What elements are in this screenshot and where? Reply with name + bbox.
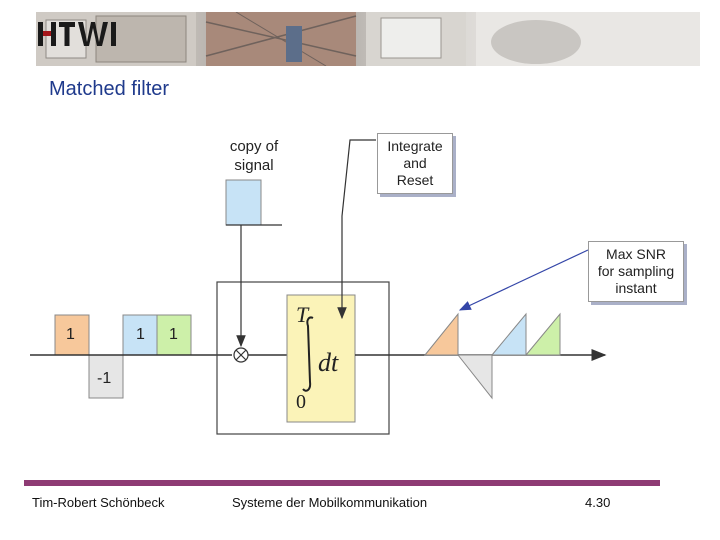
integral-upper-limit: T: [296, 302, 309, 327]
integral-lower-limit: 0: [296, 391, 306, 413]
bit-pulse-4: [156, 314, 192, 356]
bit-value-1: 1: [66, 326, 75, 343]
bit-value-2: -1: [97, 370, 112, 387]
copy-of-signal-label: copy of signal: [229, 138, 279, 174]
bit-value-4: 1: [169, 326, 178, 343]
max-snr-box: Max SNR for sampling instant: [588, 241, 684, 302]
slide-title: Matched filter: [49, 78, 170, 100]
footer-author: Tim-Robert Schönbeck: [32, 495, 165, 510]
bit-value-3: 1: [136, 326, 145, 343]
signal-copy-pulse: [225, 179, 262, 226]
max-snr-pointer: [458, 249, 589, 311]
integral-sign: [302, 316, 314, 392]
banner-photo: [36, 12, 700, 66]
footer-course: Systeme der Mobilkommunikation: [232, 495, 428, 510]
integrate-reset-box: Integrate and Reset: [377, 133, 453, 194]
htw-logo: [38, 22, 116, 46]
integral-dt: dt: [318, 348, 339, 377]
output-ramp-3: [490, 312, 527, 356]
footer-bar: [24, 480, 660, 486]
output-ramp-2: [456, 354, 493, 400]
output-ramp-4: [524, 312, 561, 356]
reset-pointer: [337, 139, 376, 320]
header-banner: [36, 12, 700, 66]
bit-pulse-1: [54, 314, 90, 356]
filter-box: [216, 281, 390, 435]
footer-page-number: 4.30: [585, 495, 611, 510]
output-ramp-1: [423, 312, 459, 356]
bit-pulse-3: [122, 314, 158, 356]
